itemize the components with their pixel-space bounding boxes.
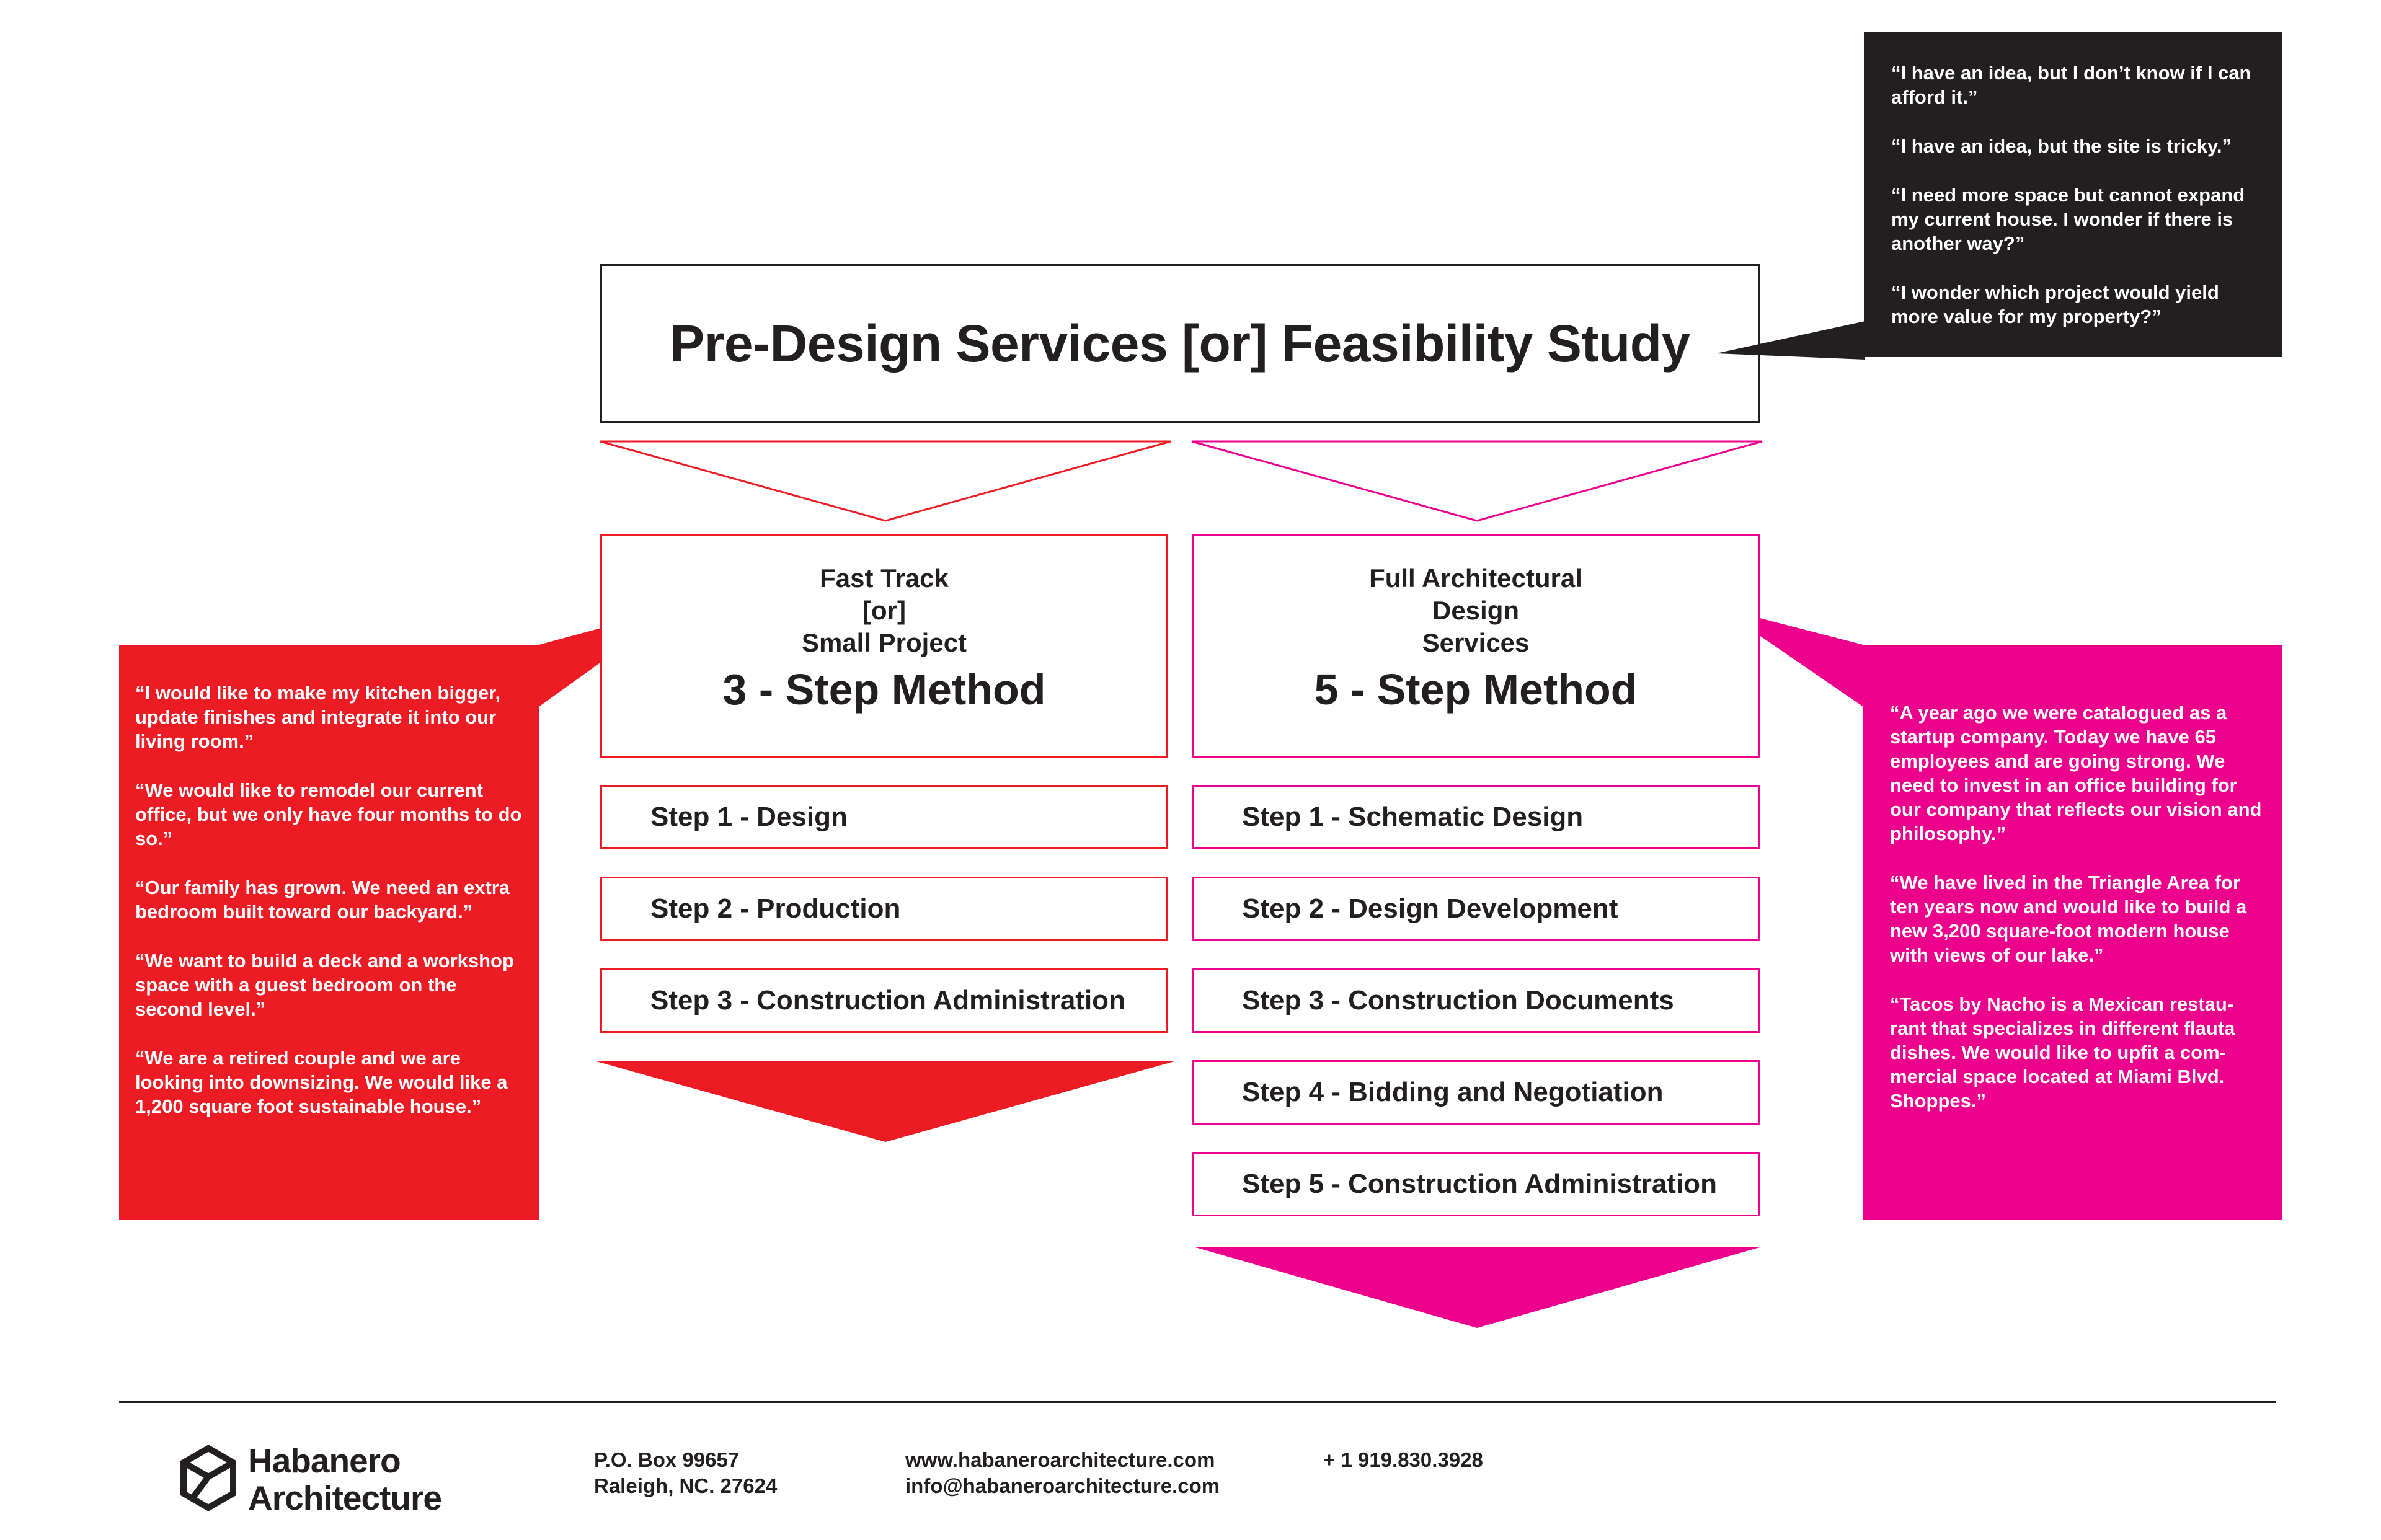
left-quote: “We are a retired couple and we are look…: [135, 1047, 508, 1117]
fast-track-line2: [or]: [862, 596, 906, 625]
full-services-end-arrow: [1195, 1247, 1760, 1328]
address-line1: P.O. Box 99657: [594, 1448, 740, 1471]
fast-track-funnel: [600, 440, 1171, 522]
fast-track-method-box: Fast Track [or] Small Project 3 - Step M…: [600, 534, 1168, 758]
hexagon-cube-logo-icon: [180, 1445, 236, 1511]
phone-number[interactable]: + 1 919.830.3928: [1323, 1448, 1483, 1471]
logo-line2: Architecture: [248, 1479, 442, 1517]
fast-track-step: Step 3 - Construction Administration: [600, 968, 1168, 1033]
fast-track-line1: Fast Track: [820, 564, 949, 593]
step-label: Step 2 - Production: [650, 893, 901, 924]
full-services-label: Full Architectural Design Services: [1369, 562, 1582, 659]
top-quote-box: “I have an idea, but I don’t know if I c…: [1864, 32, 2282, 357]
full-services-method-title: 5 - Step Method: [1314, 665, 1638, 714]
step-label: Step 2 - Design Development: [1242, 893, 1618, 924]
full-services-step: Step 3 - Construction Documents: [1192, 968, 1760, 1033]
right-quote-box: “A year ago we were catalogued as a star…: [1863, 645, 2282, 1220]
full-services-step: Step 5 - Construction Administration: [1192, 1152, 1760, 1216]
step-label: Step 3 - Construction Documents: [1242, 985, 1674, 1016]
contact-block: www.habaneroarchitecture.com info@habane…: [905, 1447, 1220, 1499]
logo-line1: Habanero: [248, 1441, 401, 1480]
fast-track-step: Step 2 - Production: [600, 877, 1168, 941]
footer-divider: [119, 1401, 2276, 1403]
top-quote-pointer: [1716, 321, 1865, 360]
email-link[interactable]: info@habaneroarchitecture.com: [905, 1474, 1220, 1497]
full-services-step: Step 2 - Design Development: [1192, 877, 1760, 941]
left-quote: “We would like to remodel our current of…: [135, 779, 522, 849]
fast-track-label: Fast Track [or] Small Project: [802, 562, 967, 659]
full-services-step: Step 4 - Bidding and Negotiation: [1192, 1060, 1760, 1125]
left-quote-box: “I would like to make my kitchen bigger,…: [119, 645, 539, 1220]
full-services-step: Step 1 - Schematic Design: [1192, 785, 1760, 849]
fast-track-end-arrow: [596, 1061, 1174, 1142]
phone-block: + 1 919.830.3928: [1323, 1447, 1483, 1473]
title-box: Pre-Design Services [or] Feasibility Stu…: [600, 264, 1760, 423]
website-link[interactable]: www.habaneroarchitecture.com: [905, 1448, 1215, 1471]
top-quote: “I wonder which project would yield more…: [1891, 281, 2219, 327]
step-label: Step 1 - Schematic Design: [1242, 802, 1584, 832]
top-quote: “I have an idea, but the site is tricky.…: [1891, 135, 2232, 157]
address-block: P.O. Box 99657 Raleigh, NC. 27624: [594, 1447, 777, 1499]
page-title: Pre-Design Services [or] Feasibility Stu…: [670, 314, 1690, 373]
full-services-line1: Full Architectural: [1369, 564, 1582, 593]
right-quote: “A year ago we were catalogued as a star…: [1890, 702, 2262, 844]
address-line2: Raleigh, NC. 27624: [594, 1474, 778, 1497]
top-quote: “I need more space but cannot expand my …: [1891, 184, 2245, 254]
logo: Habanero Architecture: [179, 1442, 501, 1516]
right-quote: “We have lived in the Triangle Area for …: [1890, 872, 2247, 966]
step-label: Step 5 - Construction Administration: [1242, 1169, 1717, 1199]
full-services-line2: Design: [1432, 596, 1520, 625]
left-quote: “I would like to make my kitchen bigger,…: [135, 682, 501, 752]
fast-track-step: Step 1 - Design: [600, 785, 1168, 849]
full-services-line3: Services: [1422, 628, 1530, 657]
step-label: Step 3 - Construction Administration: [650, 985, 1125, 1016]
step-label: Step 1 - Design: [650, 802, 848, 832]
fast-track-method-title: 3 - Step Method: [722, 665, 1046, 714]
full-services-funnel: [1191, 440, 1763, 522]
top-quote: “I have an idea, but I don’t know if I c…: [1891, 62, 2251, 108]
fast-track-line3: Small Project: [801, 628, 967, 657]
left-quote: “We want to build a deck and a workshop …: [135, 950, 514, 1020]
full-services-method-box: Full Architectural Design Services 5 - S…: [1192, 534, 1760, 758]
right-quote: “Tacos by Nacho is a Mexican restau-rant…: [1890, 993, 2235, 1112]
step-label: Step 4 - Bidding and Negotiation: [1242, 1077, 1664, 1107]
left-quote: “Our family has grown. We need an extra …: [135, 877, 510, 923]
